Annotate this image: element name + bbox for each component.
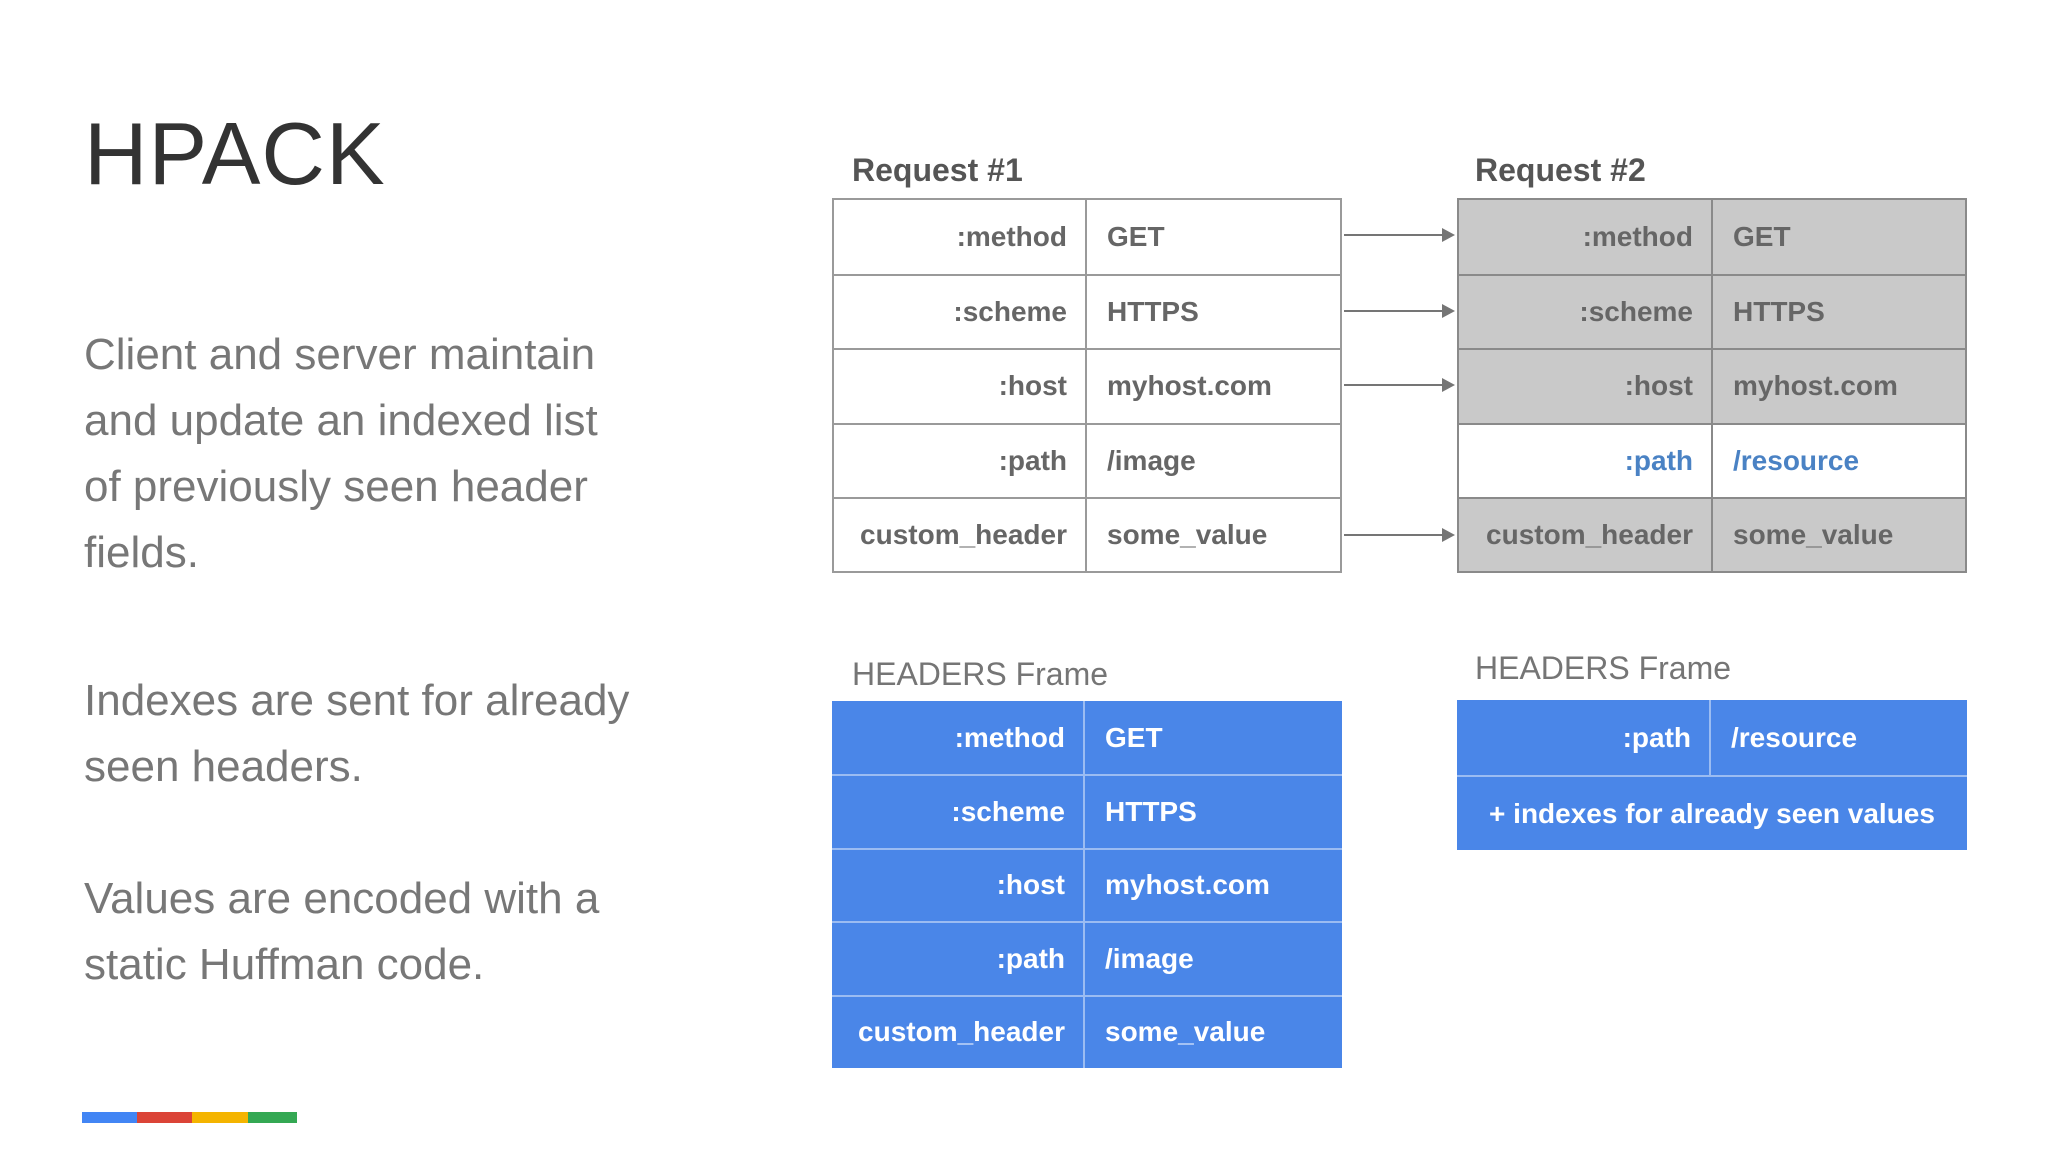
header-key: :method: [834, 200, 1087, 275]
arrow-method-icon: [1344, 228, 1455, 242]
header-value: HTTPS: [1107, 296, 1199, 328]
header-key: :host: [832, 849, 1085, 922]
header-key: custom_header: [834, 498, 1087, 571]
brand-bar-red-segment: [137, 1112, 192, 1123]
request2-label: Request #2: [1475, 152, 1646, 188]
headers-frame1-label: HEADERS Frame: [852, 656, 1109, 692]
table-row: :scheme HTTPS: [834, 274, 1340, 349]
table-row: custom_header some_value: [834, 496, 1340, 571]
header-value: GET: [1733, 221, 1791, 253]
header-key: :scheme: [832, 776, 1085, 848]
table-row: :path /image: [832, 921, 1342, 995]
slide-title: HPACK: [84, 104, 386, 203]
header-key: :path: [1457, 700, 1711, 775]
brand-bar-blue-segment: [82, 1112, 137, 1123]
table-row: :method GET: [1459, 200, 1965, 275]
header-value: myhost.com: [1105, 869, 1270, 901]
table-row: custom_header some_value: [832, 994, 1342, 1068]
headers-frame2-table: :path /resource + indexes for already se…: [1457, 700, 1967, 850]
header-key: :host: [1459, 350, 1713, 423]
header-key: :host: [834, 350, 1087, 423]
header-value: HTTPS: [1105, 796, 1197, 828]
table-row: :scheme HTTPS: [1459, 274, 1965, 349]
header-value: HTTPS: [1733, 296, 1825, 328]
header-value: some_value: [1105, 1016, 1266, 1048]
request1-table: :method GET :scheme HTTPS :host myhost.c…: [832, 198, 1342, 573]
header-key: :path: [834, 424, 1087, 497]
header-key: :scheme: [1459, 276, 1713, 349]
header-key: :scheme: [834, 276, 1087, 349]
table-row: :path /resource: [1457, 700, 1967, 775]
header-key: custom_header: [832, 996, 1085, 1068]
table-row-note: + indexes for already seen values: [1457, 775, 1967, 850]
table-row: :path /image: [834, 422, 1340, 497]
header-value: GET: [1105, 721, 1163, 753]
header-key: :method: [832, 701, 1085, 775]
indexes-note: + indexes for already seen values: [1489, 797, 1935, 829]
header-value: some_value: [1733, 518, 1894, 550]
arrow-scheme-icon: [1344, 304, 1455, 318]
paragraph-indexes-sent: Indexes are sent for already seen header…: [84, 676, 630, 791]
header-value: myhost.com: [1733, 370, 1898, 402]
header-value: /image: [1105, 942, 1194, 974]
table-row: custom_header some_value: [1459, 496, 1965, 571]
header-value: /resource: [1733, 444, 1860, 476]
request2-table: :method GET :scheme HTTPS :host myhost.c…: [1457, 198, 1967, 573]
request1-label: Request #1: [852, 152, 1023, 188]
header-value: GET: [1107, 221, 1165, 253]
table-row: :scheme HTTPS: [832, 774, 1342, 848]
brand-bar: [82, 1112, 297, 1123]
table-row: :host myhost.com: [832, 847, 1342, 922]
headers-frame1-table: :method GET :scheme HTTPS :host myhost.c…: [832, 701, 1342, 1068]
table-row-highlighted-path: :path /resource: [1459, 422, 1965, 497]
arrow-custom-header-icon: [1344, 528, 1455, 542]
paragraph-indexed-list: Client and server maintain and update an…: [84, 330, 598, 577]
header-key: custom_header: [1459, 498, 1713, 571]
headers-frame2-label: HEADERS Frame: [1475, 650, 1732, 686]
paragraph-huffman: Values are encoded with a static Huffman…: [84, 874, 600, 989]
table-row: :method GET: [834, 200, 1340, 275]
table-row: :method GET: [832, 701, 1342, 775]
header-value: /resource: [1731, 721, 1858, 753]
header-value: some_value: [1107, 518, 1268, 550]
header-value: /image: [1107, 444, 1196, 476]
header-key: :method: [1459, 200, 1713, 275]
header-key: :path: [1459, 424, 1713, 497]
table-row: :host myhost.com: [834, 348, 1340, 423]
header-key: :path: [832, 923, 1085, 995]
brand-bar-yellow-segment: [192, 1112, 248, 1123]
brand-bar-green-segment: [248, 1112, 297, 1123]
table-row: :host myhost.com: [1459, 348, 1965, 423]
arrow-host-icon: [1344, 378, 1455, 392]
header-value: myhost.com: [1107, 370, 1272, 402]
